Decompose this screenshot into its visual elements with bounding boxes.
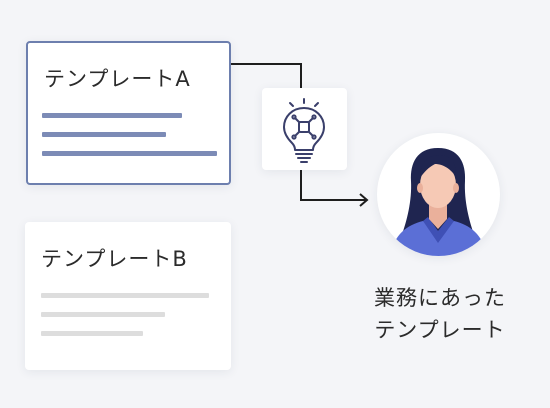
template-a-text-line	[42, 132, 166, 137]
lightbulb-circuit-icon	[283, 98, 325, 163]
template-b-text-line	[41, 331, 143, 336]
template-b-card[interactable]: テンプレートB	[25, 222, 231, 370]
arrow-head	[359, 193, 369, 207]
connector-line-ai-to-avatar	[300, 170, 366, 201]
connector-line-a-to-ai	[231, 63, 302, 88]
template-b-text-line	[41, 293, 209, 298]
ai-process-box	[262, 88, 347, 170]
template-b-text-line	[41, 312, 165, 317]
template-a-card[interactable]: テンプレートA	[26, 41, 231, 185]
template-a-title: テンプレートA	[44, 67, 191, 91]
avatar	[377, 133, 500, 256]
result-label-line-1: 業務にあった	[374, 286, 506, 310]
result-label-line-2: テンプレート	[374, 318, 506, 342]
template-a-text-line	[42, 113, 182, 118]
template-b-title: テンプレートB	[41, 247, 188, 271]
result-label: 業務にあった テンプレート	[355, 282, 525, 346]
woman-avatar-icon	[391, 148, 486, 256]
template-a-text-line	[42, 151, 217, 156]
